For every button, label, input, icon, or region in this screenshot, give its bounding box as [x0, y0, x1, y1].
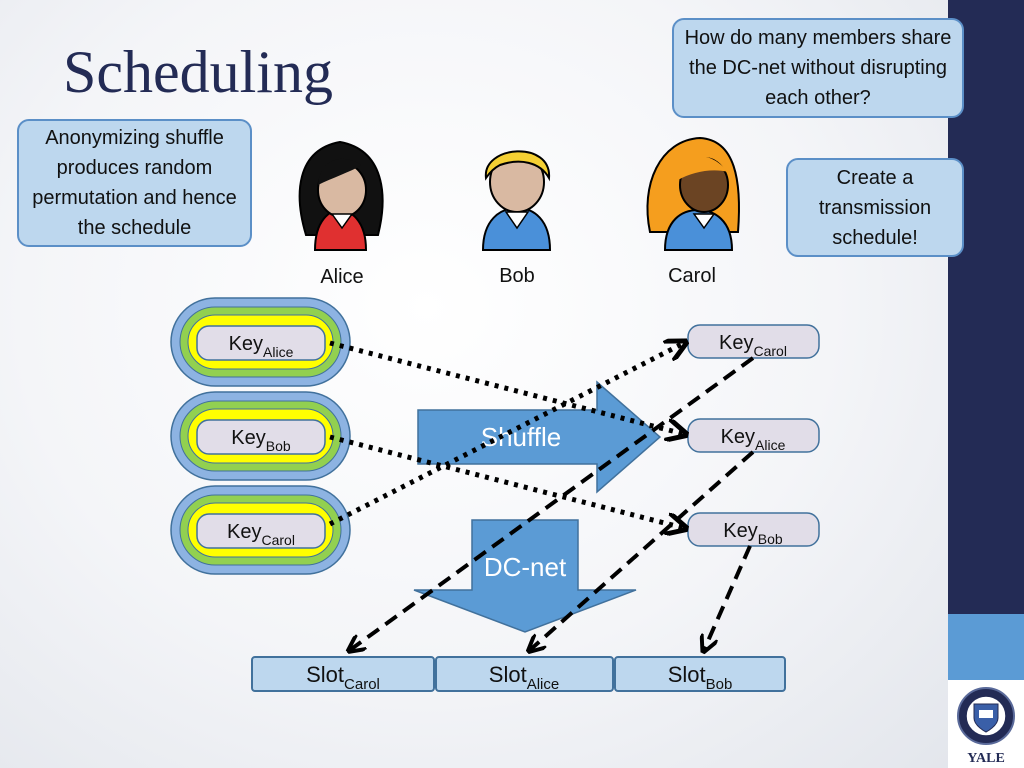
- person-icon: [646, 136, 741, 251]
- edge-keybob-to-slot: [704, 545, 752, 650]
- slot-alice: SlotAlice: [435, 656, 614, 693]
- person-name-carol: Carol: [668, 265, 716, 287]
- slide-title: Scheduling: [63, 39, 333, 105]
- shuffle-arrow: Shuffle: [417, 380, 662, 494]
- slot-carol-sub: Carol: [344, 676, 380, 693]
- input-key-carol-base: Key: [227, 521, 261, 543]
- svg-text:SlotBob: SlotBob: [668, 662, 733, 693]
- alice-figure: [298, 140, 384, 251]
- callout-shuffle-explanation: Anonymizing shuffle produces random perm…: [17, 119, 252, 247]
- output-key-carol: KeyCarol: [687, 324, 820, 359]
- output-key-bob-base: Key: [723, 520, 757, 542]
- svg-text:KeyCarol: KeyCarol: [719, 332, 787, 359]
- edge-keyalice-to-slot: [530, 450, 755, 650]
- yale-shield-icon: [957, 687, 1015, 745]
- yale-logo: YALE: [957, 687, 1015, 766]
- callout-shuffle-text: Anonymizing shuffle produces random perm…: [32, 127, 237, 239]
- input-key-bob-base: Key: [231, 427, 265, 449]
- input-key-bob: KeyBob: [170, 391, 351, 481]
- input-key-alice-base: Key: [229, 333, 263, 355]
- output-key-alice-sub: Alice: [755, 437, 786, 453]
- callout-question-text: How do many members share the DC-net wit…: [684, 27, 952, 109]
- edge-alice-to-alice: [329, 340, 684, 434]
- edge-keycarol-to-slot: [350, 356, 755, 650]
- output-key-carol-base: Key: [719, 332, 753, 354]
- input-key-carol-sub: Carol: [262, 532, 295, 548]
- slot-alice-sub: Alice: [527, 676, 560, 693]
- callout-schedule-text: Create a transmission schedule!: [818, 166, 932, 249]
- slot-carol-base: Slot: [306, 662, 344, 687]
- side-accent-block: [948, 614, 1024, 680]
- dcnet-label: DC-net: [484, 552, 567, 582]
- svg-text:SlotAlice: SlotAlice: [489, 662, 559, 693]
- input-key-bob-sub: Bob: [266, 438, 291, 454]
- output-key-alice-base: Key: [721, 426, 755, 448]
- shuffle-edges: [328, 340, 684, 528]
- callout-schedule: Create a transmission schedule!: [786, 158, 964, 257]
- person-name-alice: Alice: [320, 266, 364, 288]
- output-key-carol-sub: Carol: [754, 343, 787, 359]
- slot-carol: SlotCarol: [251, 656, 435, 693]
- shuffle-label: Shuffle: [481, 422, 561, 452]
- input-key-carol: KeyCarol: [170, 485, 351, 575]
- person-name-bob: Bob: [499, 265, 535, 287]
- output-key-bob: KeyBob: [687, 512, 820, 547]
- carol-figure: [646, 136, 741, 251]
- slot-bob: SlotBob: [614, 656, 786, 693]
- output-key-bob-sub: Bob: [758, 531, 783, 547]
- bob-figure: [481, 150, 552, 251]
- svg-text:KeyCarol: KeyCarol: [227, 521, 295, 548]
- dcnet-arrow: DC-net: [413, 519, 637, 633]
- output-key-alice: KeyAlice: [687, 418, 820, 453]
- input-key-alice-sub: Alice: [263, 344, 294, 360]
- svg-text:KeyBob: KeyBob: [723, 520, 783, 547]
- edge-bob-to-bob: [329, 434, 684, 528]
- person-icon: [481, 150, 552, 251]
- slot-alice-base: Slot: [489, 662, 527, 687]
- slot-bob-sub: Bob: [706, 676, 733, 693]
- edge-carol-to-carol: [328, 343, 684, 527]
- svg-text:KeyBob: KeyBob: [231, 427, 291, 454]
- person-icon: [298, 140, 384, 251]
- callout-question: How do many members share the DC-net wit…: [672, 18, 964, 118]
- slot-bob-base: Slot: [668, 662, 706, 687]
- svg-text:KeyAlice: KeyAlice: [721, 426, 786, 453]
- svg-text:KeyAlice: KeyAlice: [229, 333, 294, 360]
- input-key-alice: KeyAlice: [170, 297, 351, 387]
- dcnet-edges: [350, 356, 755, 650]
- yale-wordmark: YALE: [967, 751, 1005, 766]
- svg-text:SlotCarol: SlotCarol: [306, 662, 380, 693]
